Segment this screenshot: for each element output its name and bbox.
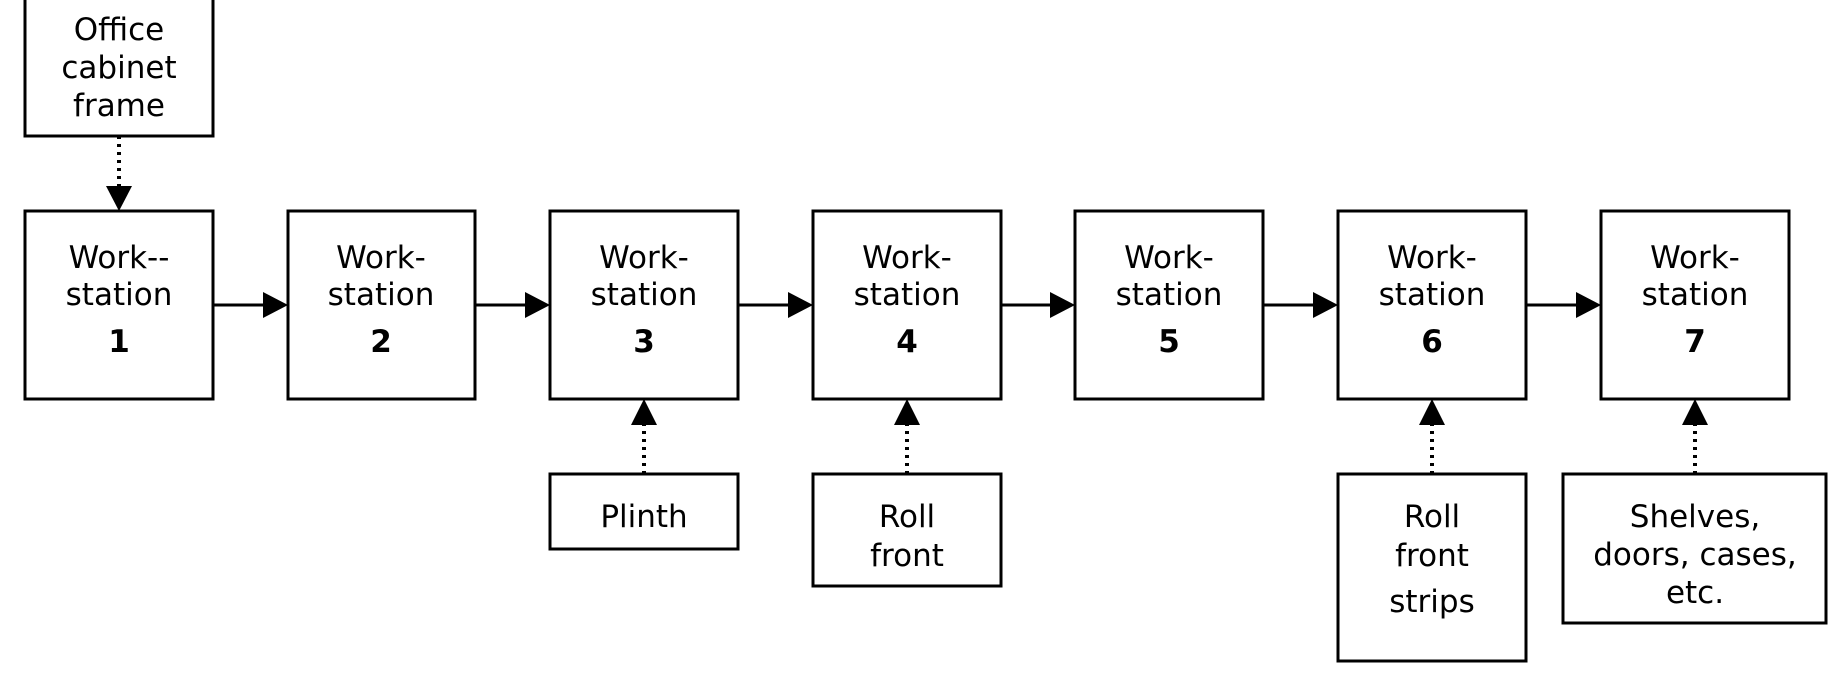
workstation-label-line: station — [328, 277, 435, 313]
input-label-line: Shelves, — [1630, 499, 1760, 535]
workstation-label-line: station — [1116, 277, 1223, 313]
workstation-label-line: Work- — [336, 240, 426, 276]
workstation-box — [1336, 209, 1528, 401]
workstation-box — [23, 209, 215, 401]
workstation-number: 7 — [1684, 324, 1706, 360]
workstation-box — [286, 209, 477, 401]
input-label-line: strips — [1389, 584, 1475, 620]
input-label-line: front — [870, 538, 944, 574]
workstation-label-line: Work- — [599, 240, 689, 276]
input-box — [23, 0, 215, 138]
input-office-cabinet-frame: Office cabinet frame — [23, 0, 215, 138]
flow-arrow-2-3 — [475, 292, 550, 318]
input-label-line: frame — [73, 88, 165, 124]
workstation-label-line: Work- — [862, 240, 952, 276]
feed-arrow-plinth-to-ws3 — [631, 399, 657, 474]
flow-arrow-4-5 — [1001, 292, 1075, 318]
workstation-box — [1599, 209, 1791, 401]
feed-arrow-frame-to-ws1 — [106, 136, 132, 211]
input-label-line: Roll — [879, 499, 935, 535]
input-box — [811, 472, 1003, 588]
input-label-line: cabinet — [61, 50, 176, 86]
workstation-number: 6 — [1421, 324, 1443, 360]
workstation-label-line: Work- — [1387, 240, 1477, 276]
workstation-5: Work- station 5 — [1073, 209, 1265, 401]
workstation-7: Work- station 7 — [1599, 209, 1791, 401]
workstation-box — [548, 209, 740, 401]
input-box — [1561, 472, 1828, 625]
workstation-label-line: station — [1379, 277, 1486, 313]
workstation-label-line: Work- — [1124, 240, 1214, 276]
workstation-label-line: station — [591, 277, 698, 313]
workstation-label-line: Work- — [1650, 240, 1740, 276]
workstation-1: Work-- station 1 — [23, 209, 215, 401]
workstation-number: 1 — [108, 324, 130, 360]
workstation-2: Work- station 2 — [286, 209, 477, 401]
workstation-box — [1073, 209, 1265, 401]
input-label-line: etc. — [1666, 575, 1724, 611]
input-plinth: Plinth — [548, 472, 740, 551]
input-roll-front: Roll front — [811, 472, 1003, 588]
flow-arrow-6-7 — [1526, 292, 1601, 318]
input-shelves-doors-cases: Shelves, doors, cases, etc. — [1561, 472, 1828, 625]
feed-arrow-shelves-to-ws7 — [1682, 399, 1708, 474]
feed-arrows — [106, 136, 1708, 474]
workstation-box — [811, 209, 1003, 401]
flow-arrow-5-6 — [1263, 292, 1338, 318]
input-label-line: front — [1395, 538, 1469, 574]
input-box — [548, 472, 740, 551]
workstation-label-line: station — [66, 277, 173, 313]
workstation-4: Work- station 4 — [811, 209, 1003, 401]
input-label-line: Roll — [1404, 499, 1460, 535]
workstation-3: Work- station 3 — [548, 209, 740, 401]
workstation-number: 2 — [370, 324, 392, 360]
workstation-label-line: Work-- — [69, 240, 170, 276]
workstation-6: Work- station 6 — [1336, 209, 1528, 401]
workstation-label-line: station — [854, 277, 961, 313]
flow-arrow-3-4 — [738, 292, 813, 318]
workstation-number: 3 — [633, 324, 655, 360]
feed-arrow-rollfront-to-ws4 — [894, 399, 920, 474]
input-roll-front-strips: Roll front strips — [1336, 472, 1528, 663]
workstation-label-line: station — [1642, 277, 1749, 313]
input-label-line: Office — [74, 12, 165, 48]
flow-arrows — [213, 292, 1601, 318]
input-label-line: Plinth — [600, 499, 687, 535]
feed-arrow-strips-to-ws6 — [1419, 399, 1445, 474]
workstation-number: 5 — [1158, 324, 1180, 360]
input-label-line: doors, cases, — [1593, 537, 1796, 573]
input-box — [1336, 472, 1528, 663]
workstation-number: 4 — [896, 324, 918, 360]
flow-arrow-1-2 — [213, 292, 288, 318]
